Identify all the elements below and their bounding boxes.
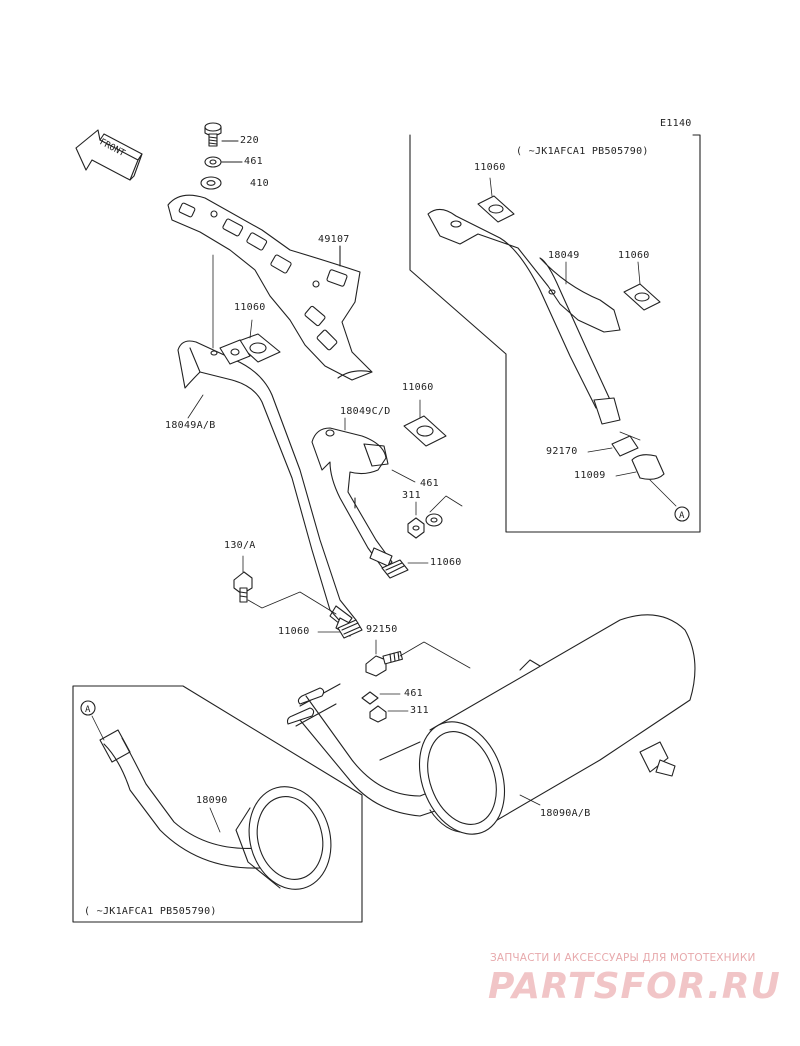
callout-11060-b: 11060 [402,382,434,393]
inset-sleeve-11009-part [615,454,677,507]
front-arrow-icon [75,129,143,181]
callout-92170: 92170 [546,446,578,457]
washer-461-mid-part [391,469,463,527]
callout-11060-inset-top: 11060 [474,162,506,173]
callout-461-mid: 461 [420,478,439,489]
inset-muffler-18090-part [91,715,332,890]
bolt-130a-part [233,555,337,615]
inset-frame-bottom-left [72,685,363,923]
callout-461-low: 461 [404,688,423,699]
callout-11060-a: 11060 [234,302,266,313]
washer-410-part [200,176,222,190]
inset-gasket-11060-right-part [623,261,661,311]
callout-18049-inset: 18049 [548,250,580,261]
inset-bottom-note: ( ~JK1AFCA1 PB505790) [84,906,217,917]
callout-130a: 130/A [224,540,256,551]
bolt-220-part [204,122,239,147]
callout-11060-inset-right: 11060 [618,250,650,261]
callout-311-mid: 311 [402,490,421,501]
callout-11060-d: 11060 [278,626,310,637]
inset-frame-top-right [409,134,701,533]
ref-marker-a-bottom-text: A [85,705,91,715]
callout-49107: 49107 [318,234,350,245]
gasket-11060-bottom-part [317,619,363,639]
callout-18090: 18090 [196,795,228,806]
callout-18049cd: 18049C/D [340,406,391,417]
callout-410: 410 [250,178,269,189]
washer-461-part [204,156,243,168]
watermark-logo: PARTSFOR.RU [488,966,781,1007]
ref-marker-a-top-text: A [679,511,685,521]
diagram-code: E1140 [660,118,692,129]
callout-11060-c: 11060 [430,557,462,568]
callout-18049ab: 18049A/B [165,420,216,431]
inset-top-note: ( ~JK1AFCA1 PB505790) [516,146,649,157]
inset-pipe-18049-part [427,208,621,425]
watermark-tagline: ЗАПЧАСТИ И АКСЕССУАРЫ ДЛЯ МОТОТЕХНИКИ [490,952,756,964]
callout-461-top: 461 [244,156,263,167]
heat-guard-49107-part [167,194,373,381]
inset-clamp-92170-part [587,431,641,457]
head-pipe-18049ab-part [177,340,357,637]
washer-461-low-part [361,691,401,705]
callout-220: 220 [240,135,259,146]
gasket-11060-low-part [381,559,429,579]
nut-311-mid-part [407,501,425,539]
head-pipe-18049cd-part [311,417,393,571]
bolt-92150-part [365,639,403,677]
callout-311-low: 311 [410,705,429,716]
inset-gasket-11060-top-part [477,177,515,223]
muffler-18090ab-part [286,614,696,835]
callout-92150: 92150 [366,624,398,635]
ref-marker-a-bottom [80,700,96,716]
callout-18090ab: 18090A/B [540,808,591,819]
gasket-11060-mid-part [403,399,447,447]
ref-marker-a-top [674,506,690,522]
gasket-11060-upper-left-part [235,319,281,363]
callout-11009: 11009 [574,470,606,481]
nut-311-low-part [369,705,409,723]
